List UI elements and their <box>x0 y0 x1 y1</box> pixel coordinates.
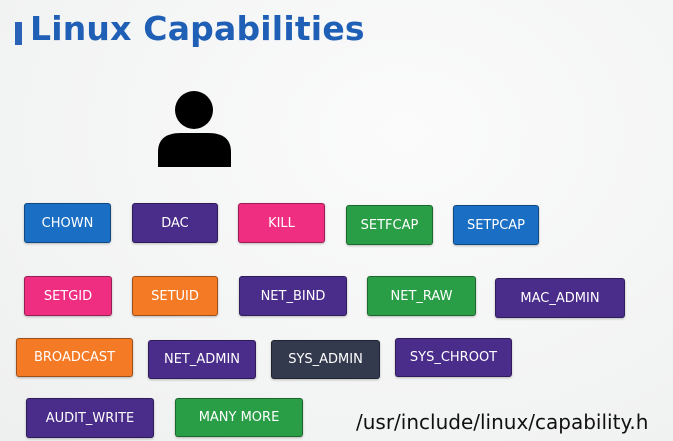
cap-many-more: MANY MORE <box>175 398 303 437</box>
cap-chown: CHOWN <box>24 203 111 243</box>
title-accent-bar <box>15 22 22 45</box>
cap-sys-admin: SYS_ADMIN <box>271 340 380 379</box>
cap-net-raw: NET_RAW <box>367 276 476 316</box>
cap-mac-admin: MAC_ADMIN <box>495 278 625 318</box>
cap-broadcast: BROADCAST <box>16 338 133 377</box>
header-file-path: /usr/include/linux/capability.h <box>356 410 649 434</box>
cap-net-bind: NET_BIND <box>239 276 347 316</box>
cap-sys-chroot: SYS_CHROOT <box>395 338 512 377</box>
cap-dac: DAC <box>132 203 218 243</box>
cap-setfcap: SETFCAP <box>346 205 433 245</box>
cap-kill: KILL <box>238 203 325 243</box>
slide-title: Linux Capabilities <box>30 9 365 48</box>
cap-setgid: SETGID <box>24 276 112 316</box>
cap-setuid: SETUID <box>132 276 218 316</box>
cap-audit-write: AUDIT_WRITE <box>26 398 154 438</box>
cap-net-admin: NET_ADMIN <box>148 340 256 379</box>
user-icon <box>158 91 231 167</box>
cap-setpcap: SETPCAP <box>453 205 539 245</box>
